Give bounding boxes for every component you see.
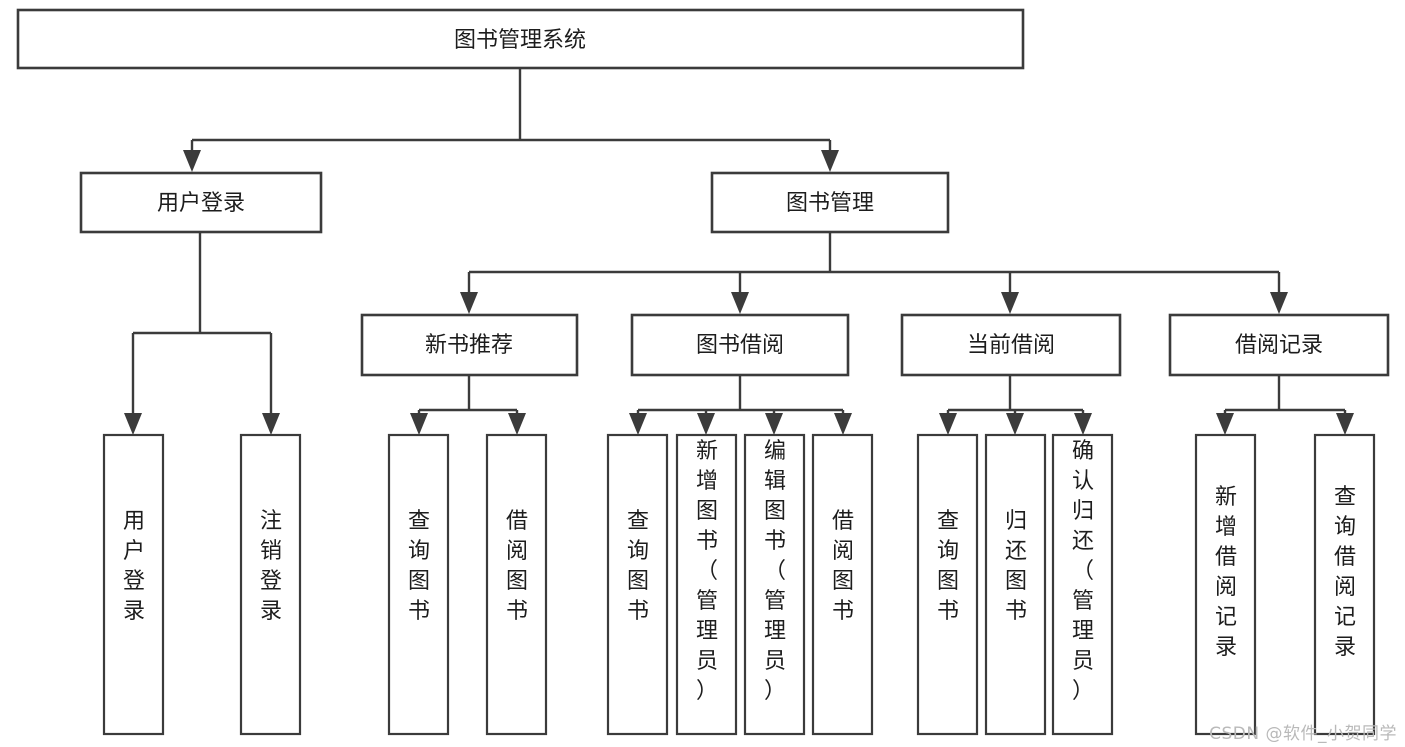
node-leaf-confirm-return[interactable]: 确认归还（管理员） [1051, 433, 1114, 736]
node-leaf-query-record[interactable]: 查询借阅记录 [1313, 433, 1376, 736]
node-book-manage-box[interactable] [710, 171, 950, 234]
node-leaf-user-login-box[interactable] [102, 433, 165, 736]
node-borrow-record-label: 借阅记录 [1235, 333, 1323, 358]
node-root[interactable]: 图书管理系统 [16, 8, 1025, 70]
arrow-to-leaf-edit-book [765, 413, 783, 435]
node-leaf-borrow-book-1-box[interactable] [485, 433, 548, 736]
node-leaf-query-book-2-label: 查询图书 [627, 509, 649, 624]
node-leaf-query-book-3-box[interactable] [916, 433, 979, 736]
arrow-to-book-borrow [731, 292, 749, 314]
node-leaf-borrow-book-2[interactable]: 借阅图书 [811, 433, 874, 736]
node-leaf-confirm-return-label: 确认归还（管理员） [1072, 439, 1094, 704]
node-leaf-add-book-box[interactable] [675, 433, 738, 736]
node-leaf-query-book-3-label: 查询图书 [937, 509, 959, 624]
arrow-to-leaf-query-record [1336, 413, 1354, 435]
arrow-to-leaf-borrow-book-1 [508, 413, 526, 435]
node-current-borrow-label: 当前借阅 [967, 333, 1055, 358]
node-leaf-confirm-return-box[interactable] [1051, 433, 1114, 736]
node-leaf-query-book-1-box[interactable] [387, 433, 450, 736]
node-leaf-edit-book-box[interactable] [743, 433, 806, 736]
node-user-login[interactable]: 用户登录 [79, 171, 323, 234]
node-leaf-borrow-book-2-box[interactable] [811, 433, 874, 736]
arrow-to-leaf-logout-login [262, 413, 280, 435]
node-borrow-record-box[interactable] [1168, 313, 1390, 377]
node-leaf-logout-login[interactable]: 注销登录 [239, 433, 302, 736]
arrow-to-new-book-rec [460, 292, 478, 314]
arrow-to-leaf-query-book-3 [939, 413, 957, 435]
arrow-to-leaf-add-record [1216, 413, 1234, 435]
node-new-book-rec-box[interactable] [360, 313, 579, 377]
node-root-label: 图书管理系统 [454, 28, 586, 53]
node-book-borrow[interactable]: 图书借阅 [630, 313, 850, 377]
node-leaf-logout-login-box[interactable] [239, 433, 302, 736]
node-leaf-add-book[interactable]: 新增图书（管理员） [675, 433, 738, 736]
node-leaf-user-login[interactable]: 用户登录 [102, 433, 165, 736]
arrow-to-leaf-user-login [124, 413, 142, 435]
arrow-to-current-borrow [1001, 292, 1019, 314]
node-book-manage[interactable]: 图书管理 [710, 171, 950, 234]
node-book-borrow-box[interactable] [630, 313, 850, 377]
node-new-book-rec[interactable]: 新书推荐 [360, 313, 579, 377]
node-leaf-return-book[interactable]: 归还图书 [984, 433, 1047, 736]
arrow-to-leaf-borrow-book-2 [834, 413, 852, 435]
node-user-login-box[interactable] [79, 171, 323, 234]
node-leaf-query-record-label: 查询借阅记录 [1334, 485, 1356, 660]
node-leaf-query-record-box[interactable] [1313, 433, 1376, 736]
arrow-to-leaf-query-book-1 [410, 413, 428, 435]
arrow-to-leaf-confirm-return [1074, 413, 1092, 435]
node-new-book-rec-label: 新书推荐 [425, 333, 513, 358]
node-leaf-query-book-2-box[interactable] [606, 433, 669, 736]
node-book-manage-label: 图书管理 [786, 191, 874, 216]
node-leaf-borrow-book-1-label: 借阅图书 [506, 509, 528, 624]
node-user-login-label: 用户登录 [157, 191, 245, 216]
arrow-to-borrow-record [1270, 292, 1288, 314]
arrow-to-leaf-return-book [1006, 413, 1024, 435]
arrow-to-leaf-query-book-2 [629, 413, 647, 435]
node-leaf-query-book-1[interactable]: 查询图书 [387, 433, 450, 736]
csdn-watermark: CSDN @软件_小贺同学 [1209, 724, 1397, 744]
node-leaf-add-book-label: 新增图书（管理员） [696, 439, 718, 704]
node-current-borrow[interactable]: 当前借阅 [900, 313, 1122, 377]
node-root-box[interactable] [16, 8, 1025, 70]
node-leaf-query-book-1-label: 查询图书 [408, 509, 430, 624]
node-leaf-add-record-label: 新增借阅记录 [1215, 485, 1237, 660]
node-leaf-add-record-box[interactable] [1194, 433, 1257, 736]
node-leaf-user-login-label: 用户登录 [123, 509, 145, 624]
node-leaf-edit-book-label: 编辑图书（管理员） [764, 439, 786, 704]
arrow-to-leaf-add-book [697, 413, 715, 435]
node-leaf-edit-book[interactable]: 编辑图书（管理员） [743, 433, 806, 736]
arrow-to-user-login [183, 150, 201, 172]
node-leaf-borrow-book-1[interactable]: 借阅图书 [485, 433, 548, 736]
node-borrow-record[interactable]: 借阅记录 [1168, 313, 1390, 377]
node-leaf-borrow-book-2-label: 借阅图书 [832, 509, 854, 624]
node-leaf-return-book-box[interactable] [984, 433, 1047, 736]
node-leaf-logout-login-label: 注销登录 [260, 509, 282, 624]
node-book-borrow-label: 图书借阅 [696, 333, 784, 358]
node-leaf-query-book-2[interactable]: 查询图书 [606, 433, 669, 736]
node-leaf-query-book-3[interactable]: 查询图书 [916, 433, 979, 736]
arrow-to-book-manage [821, 150, 839, 172]
connector-layer [124, 68, 1354, 435]
node-leaf-add-record[interactable]: 新增借阅记录 [1194, 433, 1257, 736]
node-current-borrow-box[interactable] [900, 313, 1122, 377]
node-leaf-return-book-label: 归还图书 [1005, 509, 1027, 624]
